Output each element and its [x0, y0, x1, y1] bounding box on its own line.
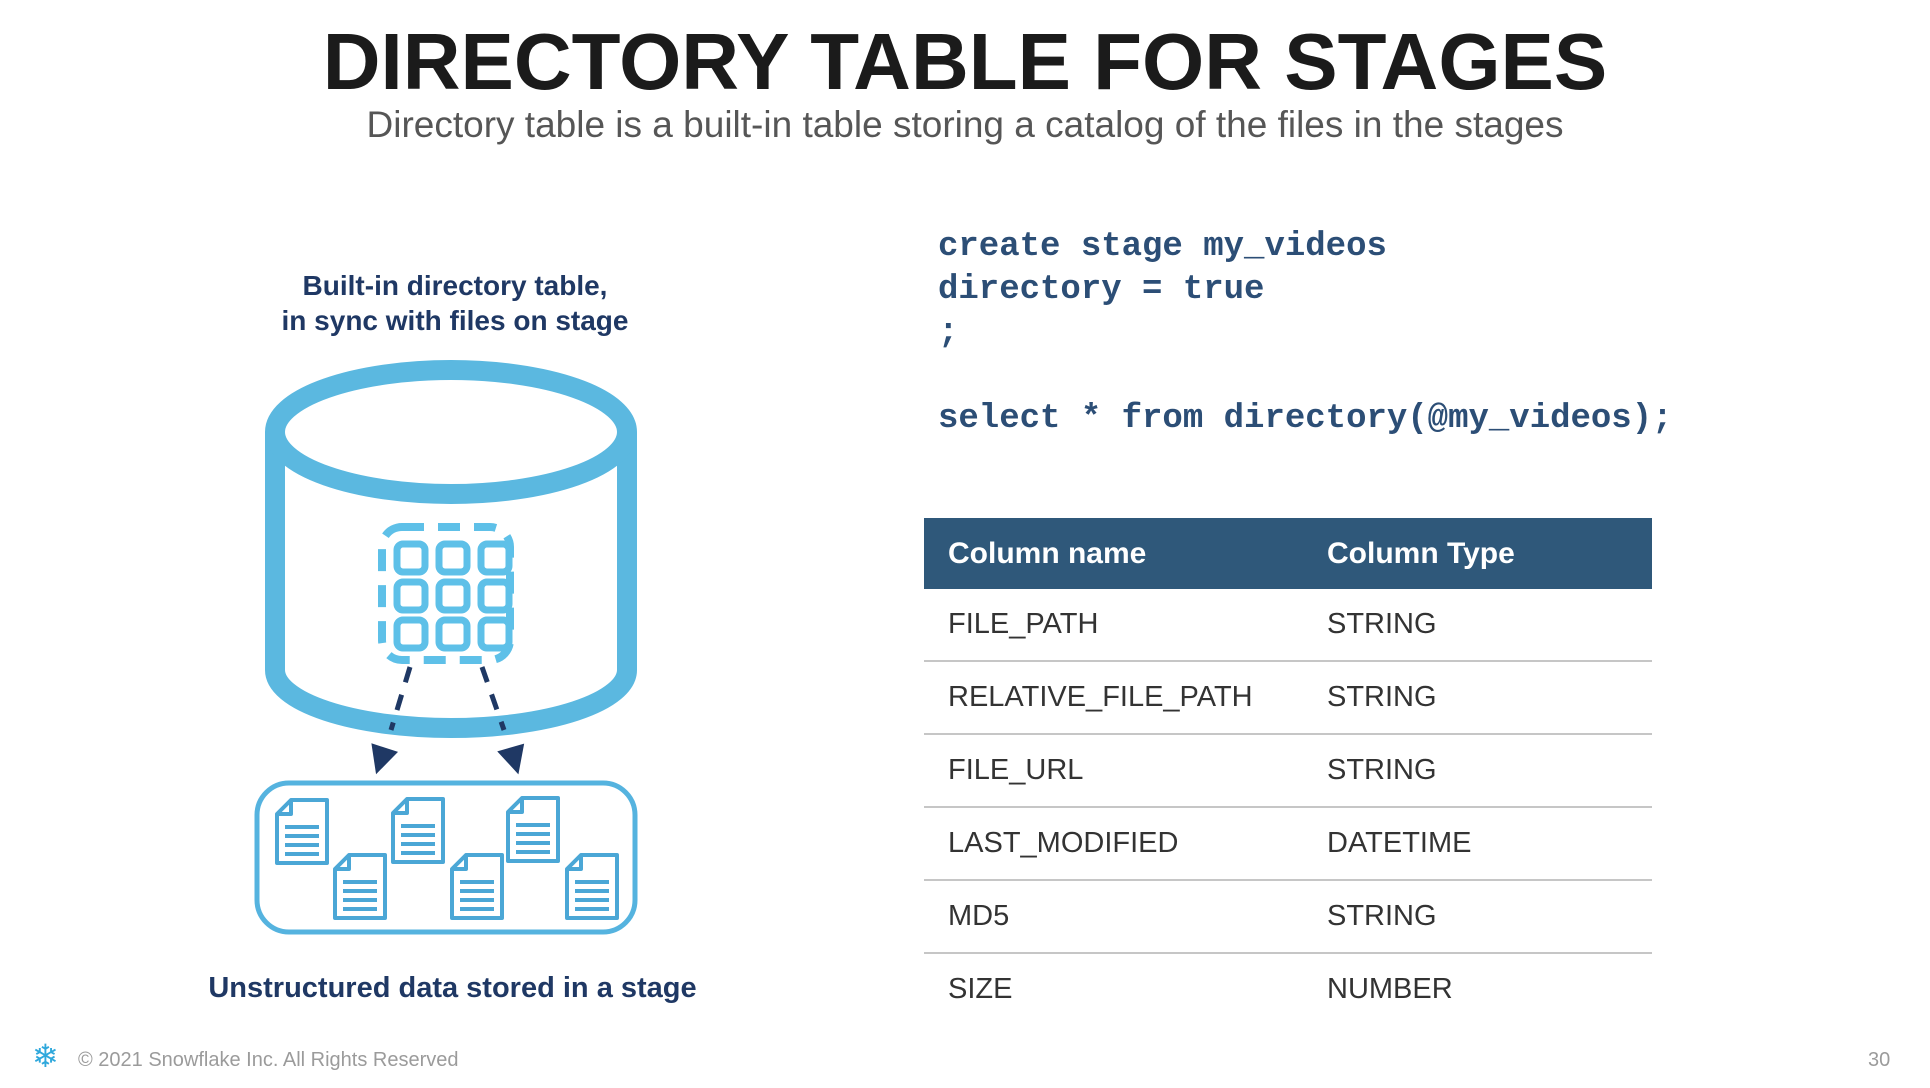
copyright-text: © 2021 Snowflake Inc. All Rights Reserve… — [78, 1049, 459, 1071]
table-row: LAST_MODIFIED DATETIME — [924, 808, 1652, 881]
diagram-caption: Unstructured data stored in a stage — [208, 972, 697, 1004]
directory-grid-icon — [378, 523, 514, 664]
sync-arrow-icon — [371, 666, 525, 775]
page-title: DIRECTORY TABLE FOR STAGES — [322, 17, 1608, 106]
column-type-cell: STRING — [1327, 608, 1437, 640]
column-name-cell: RELATIVE_FILE_PATH — [948, 681, 1253, 713]
column-type-header: Column Type — [1327, 536, 1515, 570]
directory-columns-table: Column name Column Type FILE_PATH STRING… — [924, 518, 1652, 1025]
column-type-cell: STRING — [1327, 900, 1437, 932]
file-document-icon — [275, 796, 619, 920]
column-type-cell: DATETIME — [1327, 827, 1472, 859]
column-name-cell: MD5 — [948, 900, 1010, 932]
column-type-cell: STRING — [1327, 681, 1437, 713]
column-name-cell: FILE_URL — [948, 754, 1084, 786]
snowflake-logo-icon: ❄ — [32, 1038, 59, 1074]
table-row: SIZE NUMBER — [924, 954, 1652, 1025]
sql-code-block: create stage my_videos directory = true … — [938, 228, 1673, 438]
page-number: 30 — [1868, 1049, 1891, 1071]
column-name-cell: FILE_PATH — [948, 608, 1099, 640]
table-row: FILE_URL STRING — [924, 735, 1652, 808]
column-name-cell: SIZE — [948, 973, 1013, 1005]
column-name-cell: LAST_MODIFIED — [948, 827, 1179, 859]
table-row: FILE_PATH STRING — [924, 589, 1652, 662]
database-cylinder-icon — [265, 360, 637, 738]
diagram-label-line2: in sync with files on stage — [281, 305, 629, 336]
column-name-header: Column name — [948, 536, 1147, 570]
diagram-label: Built-in directory table, in sync with f… — [250, 268, 660, 338]
table-row: MD5 STRING — [924, 881, 1652, 954]
table-row: RELATIVE_FILE_PATH STRING — [924, 662, 1652, 735]
table-header-row: Column name Column Type — [924, 518, 1652, 589]
stage-directory-diagram — [254, 360, 638, 935]
column-type-cell: STRING — [1327, 754, 1437, 786]
column-type-cell: NUMBER — [1327, 973, 1453, 1005]
page-subtitle: Directory table is a built-in table stor… — [366, 104, 1564, 145]
diagram-label-line1: Built-in directory table, — [302, 270, 608, 301]
stage-files-box — [254, 780, 638, 935]
